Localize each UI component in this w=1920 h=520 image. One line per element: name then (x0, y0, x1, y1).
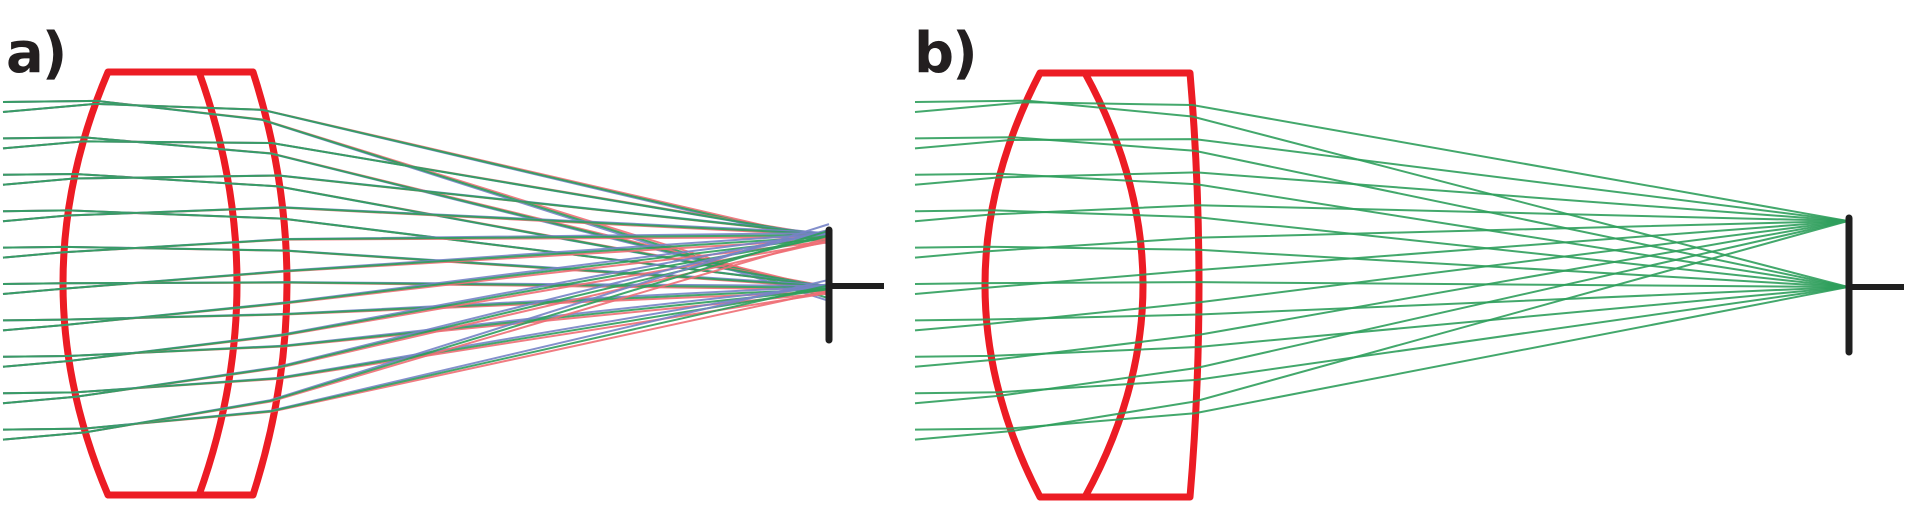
panel-b-label: b) (914, 21, 976, 86)
light-ray-blue-wavelength-oblique-bundle (2, 174, 830, 236)
light-ray-green-wavelength-oblique-bundle (2, 236, 830, 368)
panel-b: b) (914, 21, 1904, 501)
light-ray-green-wavelength-oblique-bundle (2, 234, 830, 259)
light-ray-green-wavelength-oblique-bundle (2, 174, 830, 236)
light-ray-green-wavelength-axial-bundle (914, 136, 1850, 289)
light-ray-green-wavelength-oblique-bundle (914, 138, 1850, 223)
image-plane-marker-b (1845, 214, 1904, 356)
panel-a-label: a) (6, 21, 65, 86)
light-ray-green-wavelength-oblique-bundle (914, 171, 1850, 223)
light-ray-green-wavelength-axial-bundle (914, 209, 1850, 289)
light-ray-green-wavelength-axial-bundle (914, 285, 1850, 431)
light-ray-green-wavelength-oblique-bundle (2, 206, 830, 236)
light-ray-green-wavelength-axial-bundle (914, 285, 1850, 322)
light-ray-green-wavelength-axial-bundle (2, 287, 830, 395)
light-ray-green-wavelength-oblique-bundle (2, 234, 830, 405)
light-ray-red-wavelength-oblique-bundle (2, 174, 830, 236)
light-ray-green-wavelength-oblique-bundle (2, 102, 830, 244)
ray-bundle-b (914, 99, 1850, 441)
image-plane-marker-a (825, 226, 884, 344)
light-ray-green-wavelength-oblique-bundle (914, 219, 1850, 295)
light-ray-green-wavelength-oblique-bundle (914, 204, 1850, 223)
light-ray-blue-wavelength-oblique-bundle (2, 102, 830, 245)
light-ray-green-wavelength-oblique-bundle (914, 219, 1850, 405)
light-ray-green-wavelength-axial-bundle (2, 136, 830, 293)
doublet-lens-b (981, 69, 1203, 501)
light-ray-green-wavelength-oblique-bundle (2, 229, 830, 441)
panel-a: a) (2, 21, 884, 499)
light-ray-green-wavelength-axial-bundle (914, 99, 1850, 289)
light-ray-green-wavelength-axial-bundle (2, 284, 830, 431)
light-ray-green-wavelength-oblique-bundle (914, 219, 1850, 368)
light-ray-green-wavelength-oblique-bundle (914, 101, 1850, 223)
light-ray-green-wavelength-axial-bundle (914, 172, 1850, 289)
light-ray-green-wavelength-oblique-bundle (914, 219, 1850, 332)
light-ray-green-wavelength-oblique-bundle (2, 236, 830, 332)
light-ray-green-wavelength-axial-bundle (2, 99, 830, 300)
light-ray-blue-wavelength-axial-bundle (2, 285, 830, 322)
light-ray-green-wavelength-oblique-bundle (2, 140, 830, 238)
light-ray-green-wavelength-axial-bundle (914, 285, 1850, 395)
light-ray-green-wavelength-axial-bundle (914, 285, 1850, 358)
ray-bundle-a (2, 99, 830, 441)
light-ray-green-wavelength-oblique-bundle (2, 235, 830, 295)
light-ray-green-wavelength-axial-bundle (2, 287, 830, 322)
light-ray-green-wavelength-oblique-bundle (914, 219, 1850, 259)
light-ray-green-wavelength-oblique-bundle (914, 219, 1850, 441)
light-ray-green-wavelength-axial-bundle (914, 245, 1850, 289)
light-ray-green-wavelength-axial-bundle (914, 281, 1850, 289)
